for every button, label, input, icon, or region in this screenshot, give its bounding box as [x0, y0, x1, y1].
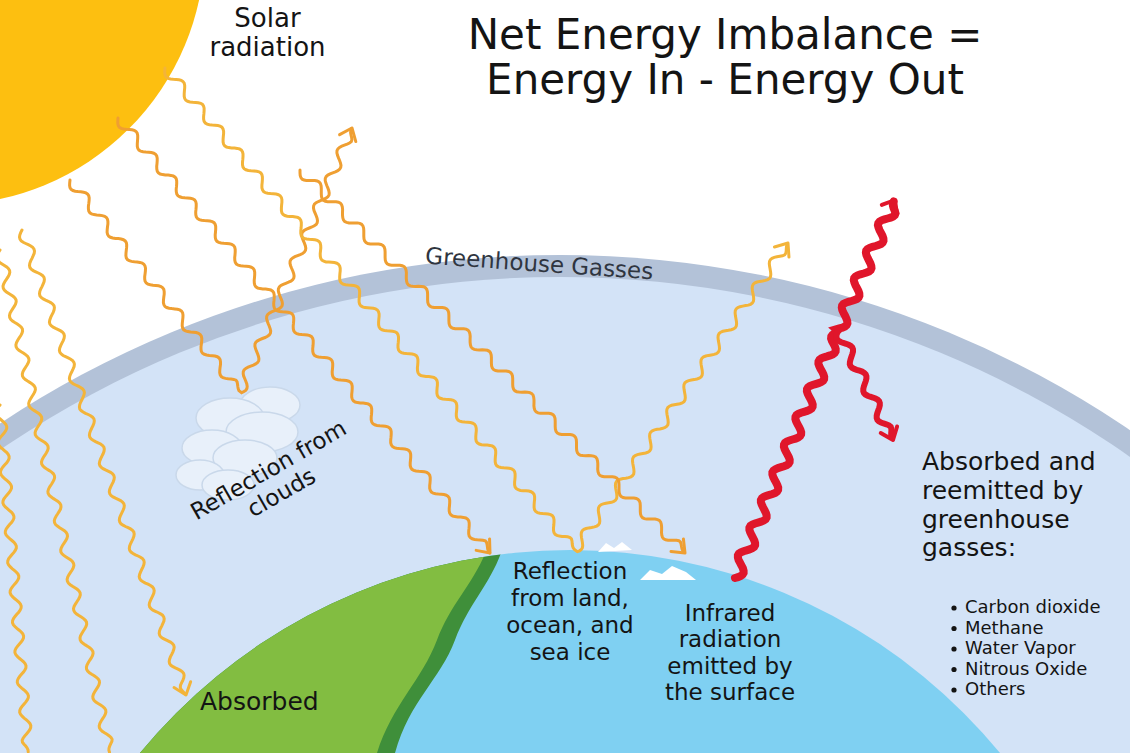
arrow-head — [774, 243, 788, 257]
land — [0, 540, 490, 753]
solar-ray — [300, 170, 684, 552]
gas-item: Nitrous Oxide — [965, 659, 1125, 679]
gas-item: Methane — [965, 618, 1125, 638]
arrow-head — [476, 539, 490, 553]
solar-ray — [0, 250, 112, 752]
arrow-head — [882, 200, 897, 214]
sea-ice — [598, 542, 632, 552]
sun-label: Solar radiation — [180, 4, 355, 62]
sun — [0, 0, 205, 205]
infrared-ray — [836, 330, 891, 437]
gas-item: Others — [965, 679, 1125, 699]
gas-item: Carbon dioxide — [965, 597, 1125, 617]
greenhouse-band — [0, 255, 1130, 753]
atmosphere — [0, 277, 1130, 753]
title: Net Energy Imbalance = Energy In - Energ… — [425, 12, 1025, 103]
infrared-ray — [735, 202, 896, 579]
reflection-label: Reflection from land, ocean, and sea ice — [488, 558, 652, 667]
solar-ray — [70, 129, 352, 393]
sea-ice — [640, 566, 696, 580]
infrared-label: Infrared radiation emitted by the surfac… — [652, 600, 808, 706]
coastline — [0, 540, 505, 753]
arrow-head — [340, 128, 356, 142]
list-bullets — [951, 605, 956, 692]
solar-ray — [0, 405, 31, 752]
arrow-head — [174, 682, 191, 695]
solar-ray — [20, 230, 186, 694]
arrow-head — [671, 539, 685, 553]
absorbed-label: Absorbed — [200, 688, 350, 716]
greenhouse-label: Absorbed and reemitted by greenhouse gas… — [922, 448, 1122, 563]
arrow-head — [881, 427, 897, 440]
gas-item: Water Vapor — [965, 638, 1125, 658]
